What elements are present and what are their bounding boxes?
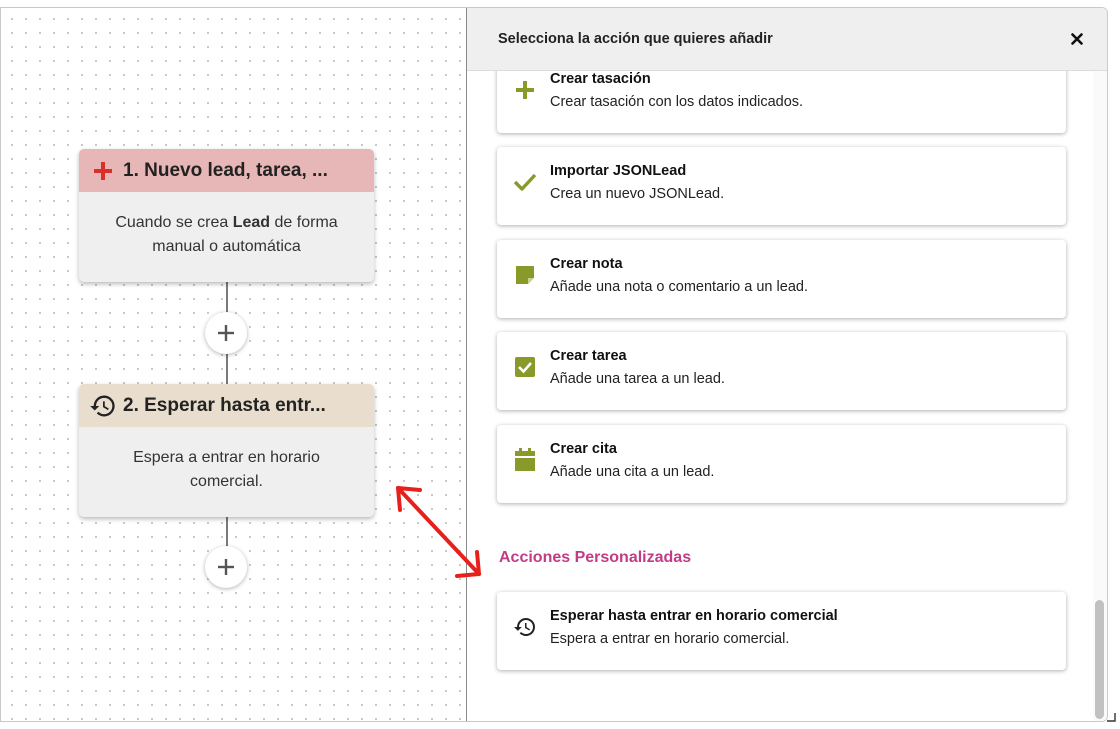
plus-icon xyxy=(218,325,234,341)
scrollbar-thumb[interactable] xyxy=(1095,600,1104,719)
action-description: Crear tasación con los datos indicados. xyxy=(550,94,804,110)
action-title: Crear tarea xyxy=(550,348,627,364)
node-header: 2. Esperar hasta entr... xyxy=(79,384,374,427)
close-icon[interactable] xyxy=(1065,27,1089,51)
action-card-crear-tasacion[interactable]: Crear tasación Crear tasación con los da… xyxy=(497,71,1066,133)
action-description: Añade una tarea a un lead. xyxy=(550,371,725,387)
action-card-crear-tarea[interactable]: Crear tarea Añade una tarea a un lead. xyxy=(497,332,1066,410)
panel-header: Selecciona la acción que quieres añadir xyxy=(467,8,1107,71)
section-title-custom-actions: Acciones Personalizadas xyxy=(499,549,692,566)
workflow-canvas[interactable]: 1. Nuevo lead, tarea, ... Cuando se crea… xyxy=(1,8,466,721)
annotation-arrow-icon xyxy=(396,486,481,578)
check-icon xyxy=(512,169,538,195)
workflow-node-trigger[interactable]: 1. Nuevo lead, tarea, ... Cuando se crea… xyxy=(79,149,374,282)
action-description: Añade una cita a un lead. xyxy=(550,464,715,480)
panel-divider xyxy=(466,8,467,721)
history-icon xyxy=(512,614,538,640)
node-description-bold: Lead xyxy=(232,214,271,231)
history-icon xyxy=(89,392,117,420)
node-description: Cuando se crea Lead de forma manual o au… xyxy=(79,192,374,259)
plus-icon xyxy=(218,559,234,575)
action-description: Añade una nota o comentario a un lead. xyxy=(550,279,808,295)
node-description-text: Cuando se crea xyxy=(115,214,233,231)
action-description: Crea un nuevo JSONLead. xyxy=(550,186,725,202)
panel-title: Selecciona la acción que quieres añadir xyxy=(498,31,773,47)
action-card-crear-nota[interactable]: Crear nota Añade una nota o comentario a… xyxy=(497,240,1066,318)
plus-icon xyxy=(89,157,117,185)
connector-line xyxy=(226,517,228,557)
add-step-button[interactable] xyxy=(205,312,247,354)
plus-icon xyxy=(512,77,538,103)
connector-line xyxy=(226,354,228,384)
calendar-icon xyxy=(512,447,538,473)
action-list[interactable]: Crear tasación Crear tasación con los da… xyxy=(467,71,1093,721)
node-title: 2. Esperar hasta entr... xyxy=(123,394,326,416)
node-description-text: de forma manual o automática xyxy=(152,214,338,255)
action-card-esperar-horario[interactable]: Esperar hasta entrar en horario comercia… xyxy=(497,592,1066,670)
action-title: Importar JSONLead xyxy=(550,163,687,179)
action-title: Esperar hasta entrar en horario comercia… xyxy=(550,608,838,624)
resize-handle-icon[interactable] xyxy=(1106,712,1116,722)
action-card-importar-jsonlead[interactable]: Importar JSONLead Crea un nuevo JSONLead… xyxy=(497,147,1066,225)
app-frame: 1. Nuevo lead, tarea, ... Cuando se crea… xyxy=(0,7,1108,722)
checkbox-icon xyxy=(512,354,538,380)
action-card-crear-cita[interactable]: Crear cita Añade una cita a un lead. xyxy=(497,425,1066,503)
action-title: Crear cita xyxy=(550,441,617,457)
workflow-node-wait[interactable]: 2. Esperar hasta entr... Espera a entrar… xyxy=(79,384,374,517)
node-title: 1. Nuevo lead, tarea, ... xyxy=(123,159,328,181)
action-description: Espera a entrar en horario comercial. xyxy=(550,631,790,647)
add-step-button[interactable] xyxy=(205,546,247,588)
action-title: Crear nota xyxy=(550,256,623,272)
connector-line xyxy=(226,282,228,320)
scrollbar-track[interactable] xyxy=(1093,71,1107,721)
node-header: 1. Nuevo lead, tarea, ... xyxy=(79,149,374,192)
action-title: Crear tasación xyxy=(550,71,651,87)
action-picker-panel: Selecciona la acción que quieres añadir … xyxy=(467,8,1107,721)
note-icon xyxy=(512,262,538,288)
node-description: Espera a entrar en horario comercial. xyxy=(133,449,320,490)
